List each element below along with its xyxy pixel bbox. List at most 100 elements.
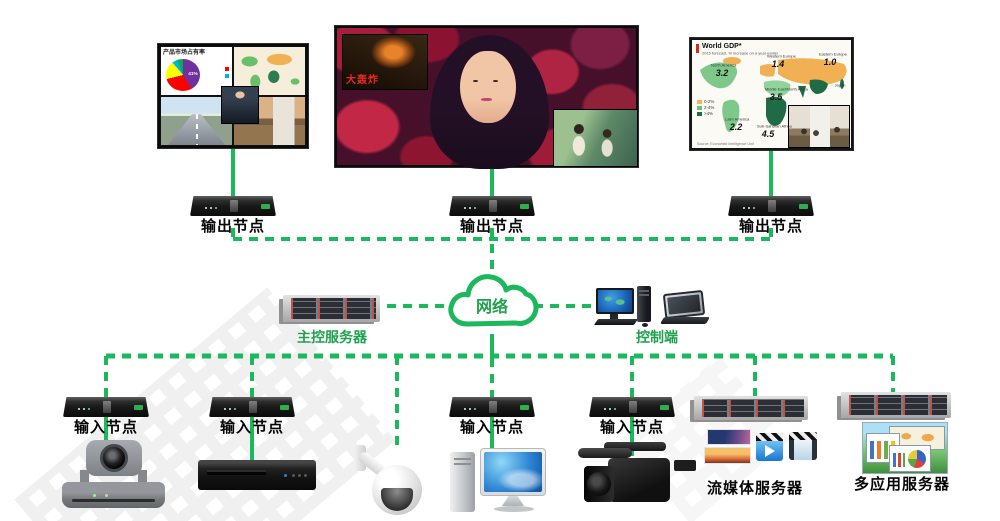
brand-tag-icon (133, 404, 143, 410)
multi-application-server (841, 392, 951, 418)
network-cloud-label: 网络 (475, 299, 508, 316)
status-led-icon (78, 408, 81, 410)
legend-row: 2-4% (697, 105, 723, 110)
brand-tag-icon (798, 203, 808, 209)
computer-tower (637, 286, 651, 322)
tablet-screen (662, 289, 706, 320)
keyboard (593, 319, 639, 325)
input-node-device-1 (63, 397, 149, 417)
highway-video-panel (161, 97, 232, 145)
pie-chart-title: 产品市场占有率 (163, 48, 205, 56)
dvd-player (198, 460, 316, 490)
region-name: Latin America (725, 117, 750, 122)
map-region-western-europe: Western Europe 1.4 (756, 54, 800, 69)
region-value: 1.0 (823, 57, 837, 67)
movie-clip-icon (789, 432, 817, 460)
legend-label: >4% (704, 111, 713, 116)
region-value: 3.2 (715, 68, 729, 78)
output-node-device-3 (728, 196, 814, 216)
front-module (628, 401, 637, 414)
status-led-icon (464, 408, 467, 410)
input-node-device-4 (589, 397, 675, 417)
computer-tower (450, 452, 475, 512)
front-module (488, 200, 497, 213)
streaming-media-server (694, 396, 808, 420)
network-cloud: 网络 (444, 266, 540, 338)
brand-tag-icon (659, 404, 669, 410)
monitor (596, 288, 634, 314)
region-value: 3.5 (769, 92, 783, 102)
master-server-label: 主控服务器 (297, 329, 367, 345)
brand-tag-icon (279, 404, 289, 410)
application-screenshot (862, 422, 948, 474)
world-map (700, 57, 847, 132)
drive-bays (849, 395, 947, 415)
input-node-device-3 (449, 397, 535, 417)
map-region-sub-saharan-africa: Sub-Saharan Africa 4.5 (746, 124, 792, 139)
drive-bays (702, 399, 804, 417)
region-name: Eastern Europe (819, 52, 847, 57)
front-module (248, 401, 257, 414)
region-value: 1.4 (771, 59, 785, 69)
movie-poster-overlay: 大轰炸 (342, 34, 428, 90)
status-led-icon (205, 207, 208, 209)
camera-base (62, 482, 165, 508)
movie-clip-icon (756, 433, 783, 461)
source-desktop-computer (450, 448, 546, 520)
region-value: 4.5 (761, 129, 775, 139)
monitor-stand (502, 496, 524, 506)
clapperboard-stripes (789, 432, 817, 440)
map-region-japan: Japan (818, 83, 862, 89)
camcorder-viewfinder (674, 460, 696, 471)
input-node-label-4: 输入节点 (599, 419, 664, 436)
video-wall-center: 大轰炸 (335, 26, 638, 170)
legend-swatch-blue (225, 74, 229, 78)
pie-chart-window (889, 445, 931, 472)
front-module (229, 200, 238, 213)
film-reel-body (789, 440, 817, 460)
mouse (642, 323, 648, 327)
drive-bays (291, 298, 376, 319)
map-region-middle-east-north-africa: Middle East/North Africa 3.5 (754, 87, 808, 102)
front-module (488, 401, 497, 414)
input-node-label-2: 输入节点 (219, 419, 284, 436)
ptz-dome-camera (352, 443, 432, 515)
camcorder-microphone (578, 448, 632, 458)
brand-tag-icon (519, 203, 529, 209)
drama-scene-overlay (553, 109, 638, 167)
output-node-label-1: 输出节点 (200, 218, 265, 235)
video-conference-camera (62, 440, 165, 508)
output-node-label-3: 输出节点 (738, 218, 803, 235)
map-region-latin-america: Latin America 2.2 (714, 117, 758, 132)
input-node-device-2 (209, 397, 295, 417)
legend-swatch (697, 105, 702, 110)
control-tablet (659, 289, 711, 324)
output-node-label-2: 输出节点 (459, 218, 524, 235)
region-name: North America (711, 63, 737, 68)
tablet-keyboard-base (659, 317, 711, 324)
legend-row: 0-2% (697, 99, 723, 104)
map-region-north-america: North America 3.2 (700, 63, 744, 78)
control-desktop-computer (593, 286, 654, 327)
output-node-device-2 (449, 196, 535, 216)
camera-yoke-arm (80, 470, 89, 486)
legend-label: 0-2% (704, 99, 715, 104)
camcorder-body (608, 458, 670, 502)
region-value: 2.2 (729, 122, 743, 132)
legend-swatch (697, 99, 702, 104)
pie-legend (225, 67, 229, 78)
video-thumbnail-sunset (705, 448, 750, 463)
camera-yoke-arm (138, 470, 147, 486)
output-node-device-1 (190, 196, 276, 216)
cloud-icon (448, 274, 539, 327)
camera-lens-icon (100, 444, 128, 472)
legend-swatch-red (225, 67, 229, 71)
video-wall-left: 产品市场占有率 41% (158, 44, 308, 148)
status-led-icon (743, 207, 746, 209)
streaming-server-label: 流媒体服务器 (706, 480, 803, 497)
control-terminal-label: 控制端 (636, 329, 678, 345)
status-led-icon (464, 207, 467, 209)
clapperboard-stripes (756, 433, 783, 441)
front-module (767, 200, 776, 213)
